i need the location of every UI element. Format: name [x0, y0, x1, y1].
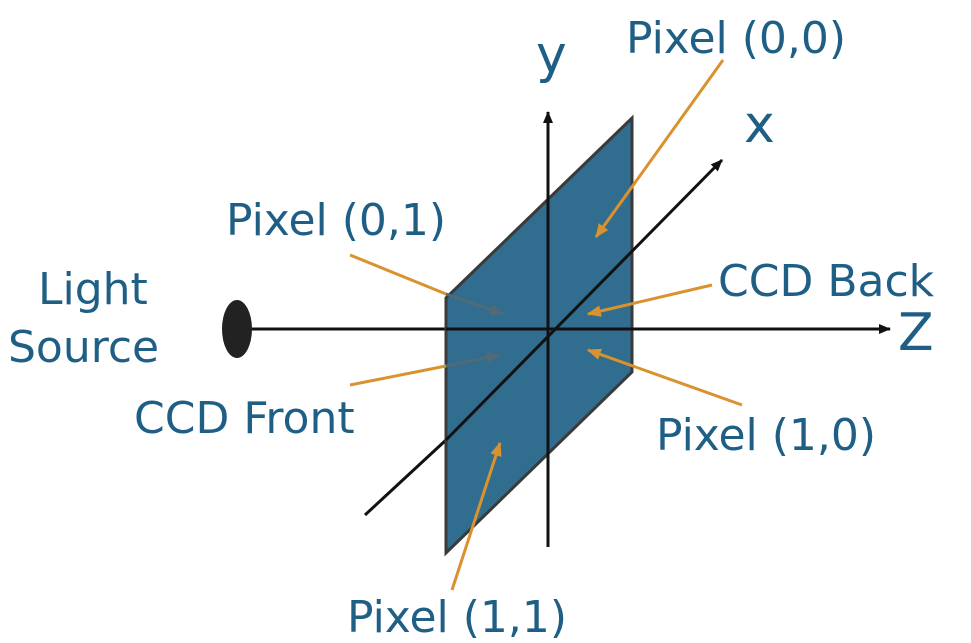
ccd-front-arrow-outer [349, 364, 447, 387]
pixel-01-label: Pixel (0,1) [226, 195, 446, 246]
x-axis-back [363, 438, 448, 517]
ccd-front-arrow-inner [445, 351, 502, 368]
light-source-label-line1: Light [38, 264, 148, 315]
pixel-10-label: Pixel (1,0) [656, 410, 876, 461]
light-source-icon [222, 300, 252, 358]
y-axis-label: y [536, 25, 567, 85]
pixel-00-label: Pixel (0,0) [626, 13, 846, 64]
pixel-11-label: Pixel (1,1) [347, 592, 567, 643]
x-axis-label: x [744, 95, 775, 155]
pixel-10-arrow [586, 348, 743, 407]
ccd-back-label: CCD Back [718, 256, 935, 307]
pixel-00-arrow [594, 59, 725, 238]
pixel-01-arrow-outer [349, 253, 447, 296]
pixel-11-arrow [450, 441, 502, 591]
ccd-front-label: CCD Front [134, 393, 355, 444]
pixel-01-arrow-inner [445, 292, 505, 316]
x-axis [444, 158, 724, 442]
light-source-label-line2: Source [8, 322, 159, 373]
z-axis-label: Z [898, 303, 934, 363]
ccd-panel [444, 114, 634, 557]
ccd-back-arrow [586, 283, 713, 317]
